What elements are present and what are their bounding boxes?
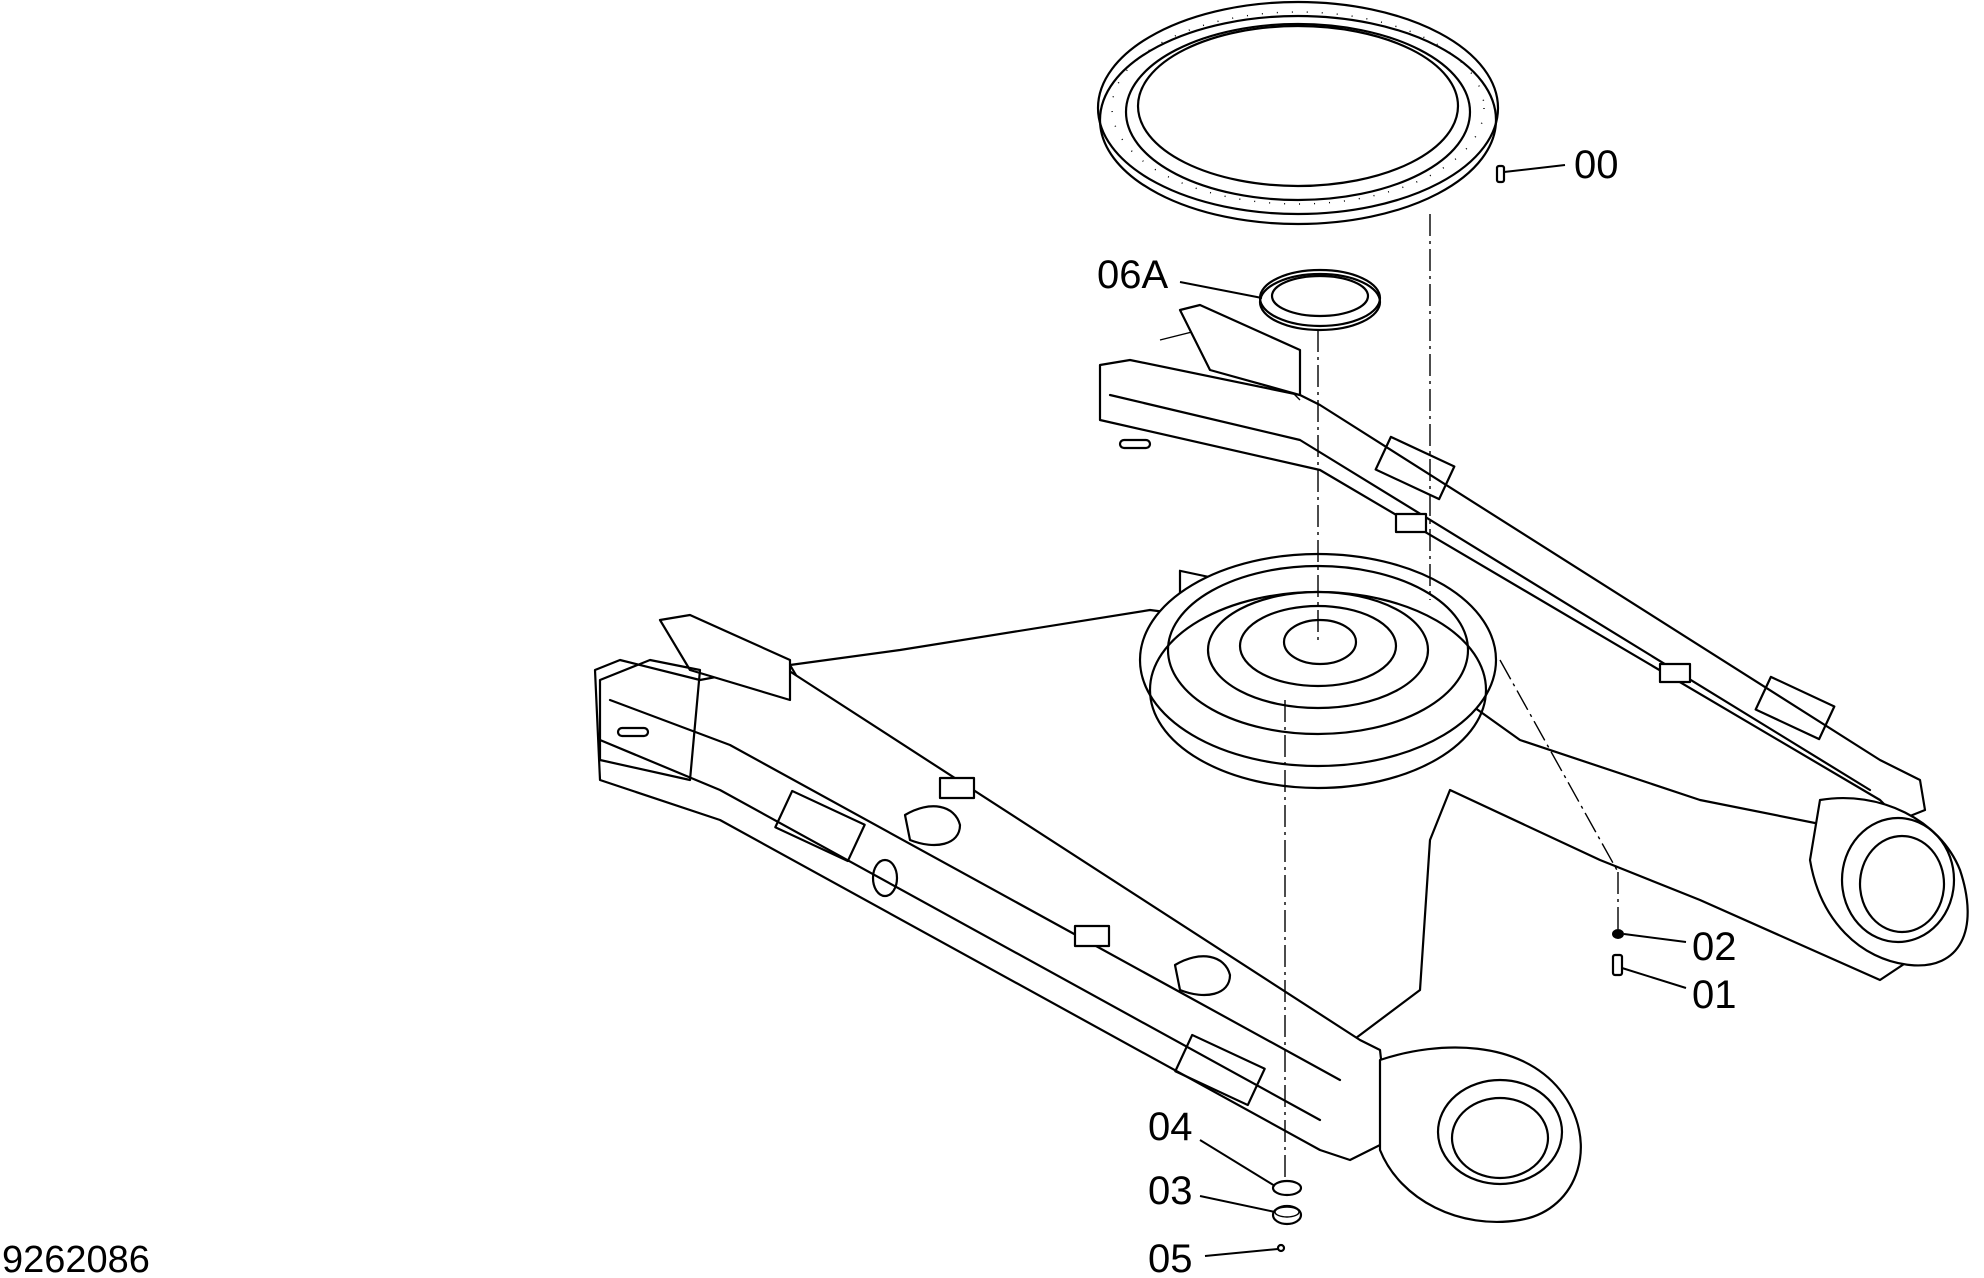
track-frame xyxy=(593,303,1969,1223)
ring-part-04 xyxy=(1271,1179,1303,1197)
ring-part-03 xyxy=(1271,1204,1303,1226)
callout-04: 04 xyxy=(1148,1105,1193,1149)
bolt-part-01 xyxy=(1611,953,1624,977)
swing-bearing-ring xyxy=(1096,0,1500,226)
bolt-part-00 xyxy=(1495,164,1506,184)
assembly-centerlines xyxy=(1284,214,1619,1185)
callout-02: 02 xyxy=(1692,925,1737,969)
callout-05: 05 xyxy=(1148,1237,1193,1278)
callout-00: 00 xyxy=(1574,143,1619,187)
drawing-number: 9262086 xyxy=(2,1239,150,1278)
callout-06a: 06A xyxy=(1097,253,1168,297)
seal-ring xyxy=(1258,268,1382,332)
washer-part-02 xyxy=(1612,929,1624,939)
callout-03: 03 xyxy=(1148,1169,1193,1213)
nipple-part-05 xyxy=(1276,1243,1286,1253)
callout-01: 01 xyxy=(1692,973,1737,1017)
leader-lines xyxy=(1179,164,1687,1257)
